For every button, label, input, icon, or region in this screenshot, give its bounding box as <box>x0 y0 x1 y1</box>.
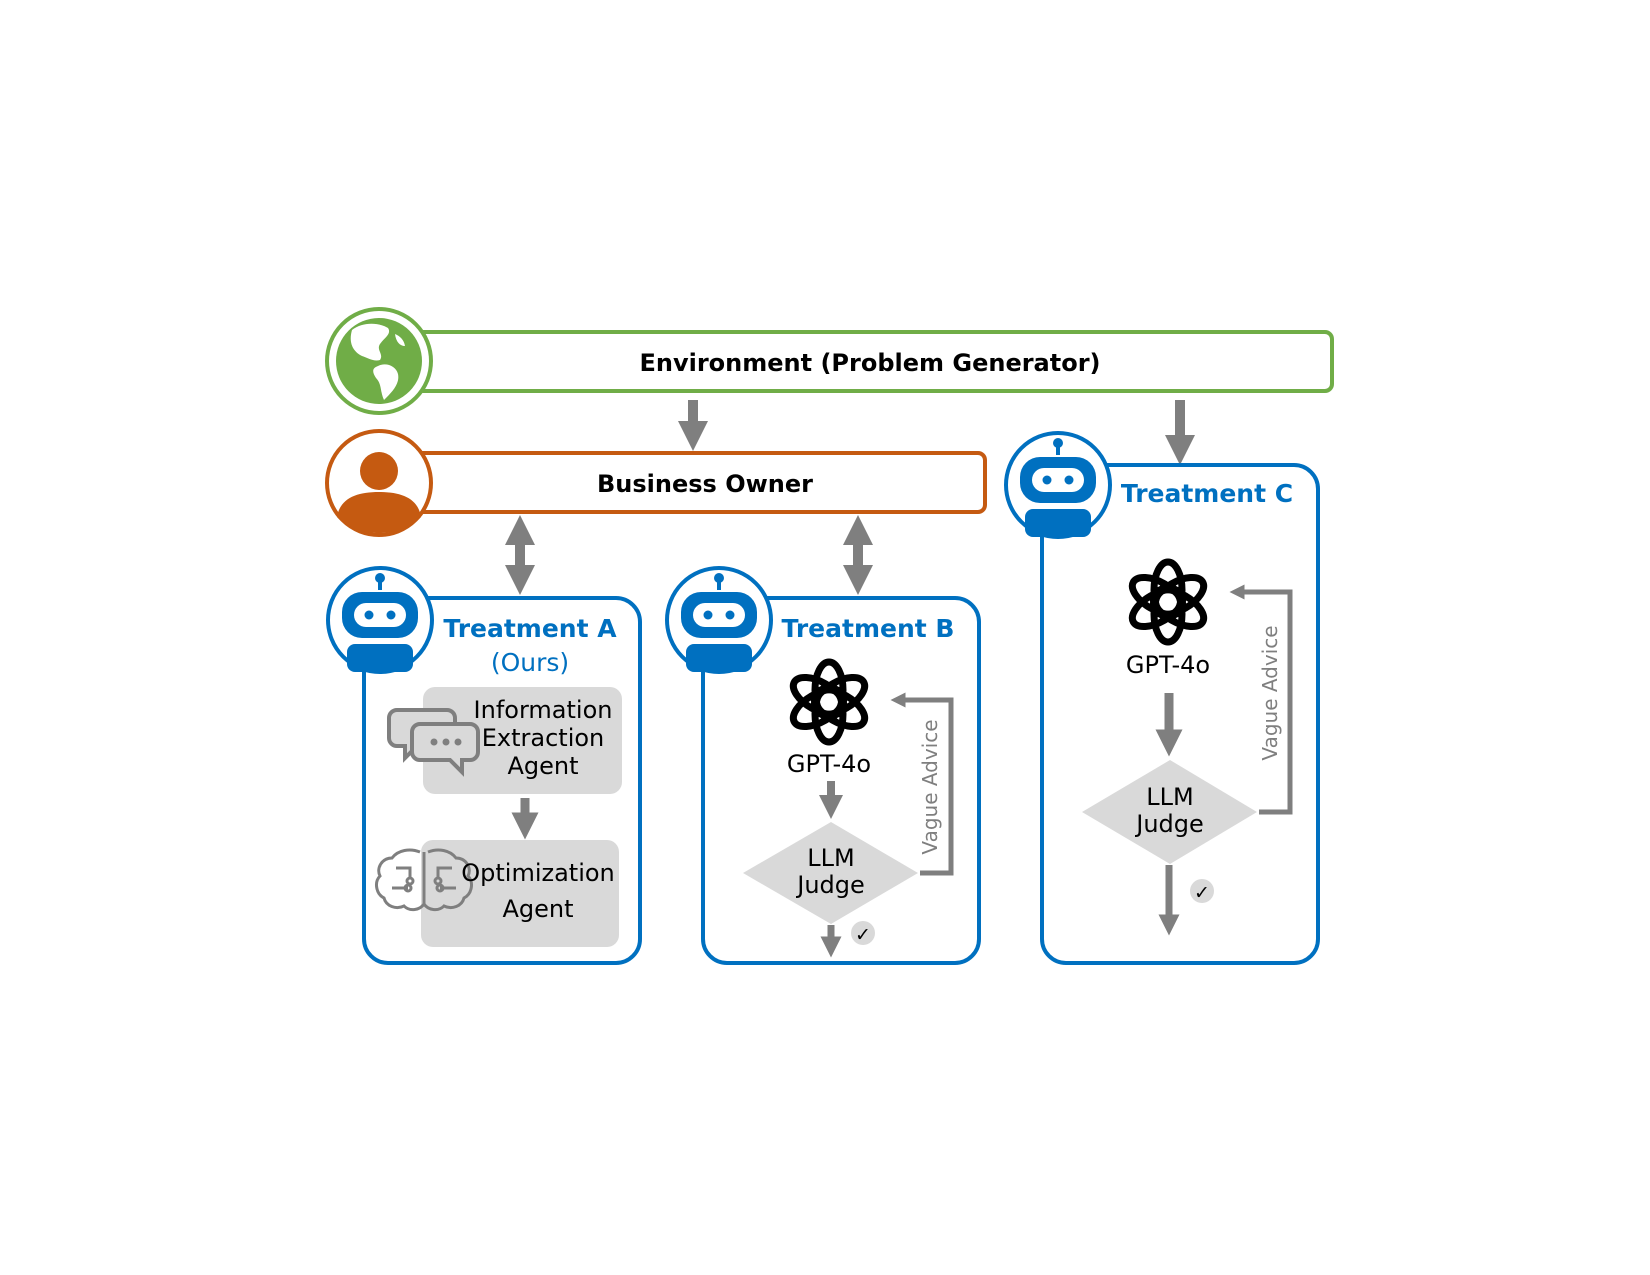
treatment-b-robot-icon <box>665 566 773 674</box>
treatment-c-model: GPT-4o <box>1126 651 1210 679</box>
globe-icon <box>325 307 433 415</box>
information-extraction-agent-box <box>423 687 622 794</box>
business-owner-label: Business Owner <box>597 470 813 498</box>
treatment-c-check-badge <box>1190 879 1214 903</box>
information-extraction-line3: Agent <box>507 752 578 780</box>
environment-label: Environment (Problem Generator) <box>639 349 1100 377</box>
treatment-c-judge-diamond <box>1082 760 1257 864</box>
treatment-b-model: GPT-4o <box>787 750 871 778</box>
optimization-agent-box <box>421 840 619 947</box>
treatment-b-judge-line2: Judge <box>795 871 865 899</box>
optimization-line2: Agent <box>502 895 573 923</box>
chat-bubbles-icon <box>387 708 480 777</box>
person-icon <box>325 429 433 537</box>
treatment-b-check-badge <box>851 921 875 945</box>
treatment-c-judge-line1: LLM <box>1146 783 1193 811</box>
treatment-a-robot-icon <box>326 566 434 674</box>
information-extraction-line2: Extraction <box>482 724 605 752</box>
treatment-a-title: Treatment A <box>443 614 617 643</box>
treatment-c-robot-icon <box>1004 431 1112 539</box>
optimization-line1: Optimization <box>461 859 615 887</box>
treatment-b-title: Treatment B <box>782 614 955 643</box>
information-extraction-line1: Information <box>474 696 613 724</box>
treatment-c-feedback-label: Vague Advice <box>1258 625 1282 760</box>
treatment-c-judge-line2: Judge <box>1134 810 1204 838</box>
treatment-b-feedback-label: Vague Advice <box>918 719 942 854</box>
treatment-b-feedback-arrow <box>890 692 954 876</box>
treatment-c-check-mark: ✓ <box>1194 882 1210 904</box>
treatment-c-title: Treatment C <box>1121 479 1293 508</box>
treatment-a-subtitle: (Ours) <box>491 648 569 677</box>
brain-circuit-icon <box>375 848 473 912</box>
treatment-b-check-mark: ✓ <box>855 924 871 946</box>
treatment-b-judge-line1: LLM <box>807 844 854 872</box>
treatment-b-judge-diamond <box>743 822 918 924</box>
treatment-c-feedback-arrow <box>1229 584 1293 815</box>
